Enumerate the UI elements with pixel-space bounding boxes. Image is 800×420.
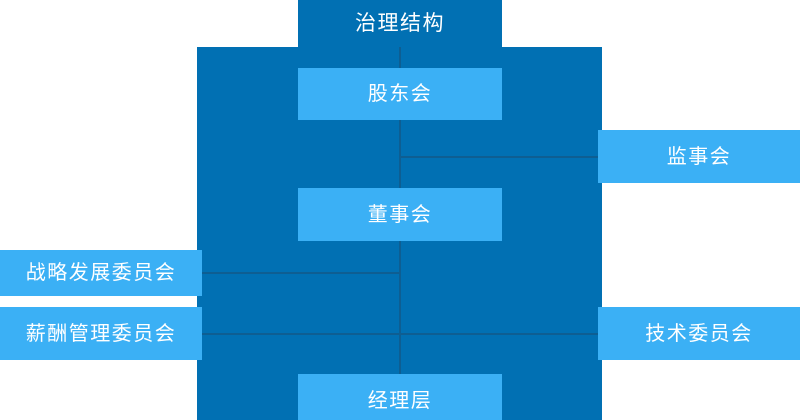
node-board-of-directors-label: 董事会 bbox=[367, 203, 433, 226]
node-shareholders-meeting[interactable]: 股东会 bbox=[298, 68, 502, 120]
node-technology-committee[interactable]: 技术委员会 bbox=[598, 307, 800, 360]
connector-directors-to-technology-committee bbox=[399, 333, 598, 335]
title-banner-label: 治理结构 bbox=[355, 11, 445, 35]
connector-directors-to-compensation-committee bbox=[202, 333, 400, 335]
node-compensation-management-committee-label: 薪酬管理委员会 bbox=[25, 322, 177, 345]
node-board-of-supervisors-label: 监事会 bbox=[666, 145, 732, 168]
node-board-of-supervisors[interactable]: 监事会 bbox=[598, 130, 800, 183]
node-board-of-directors[interactable]: 董事会 bbox=[298, 188, 502, 241]
node-technology-committee-label: 技术委员会 bbox=[645, 322, 753, 345]
connector-directors-to-management bbox=[399, 241, 401, 374]
node-strategy-development-committee-label: 战略发展委员会 bbox=[25, 262, 177, 284]
node-shareholders-meeting-label: 股东会 bbox=[367, 83, 433, 105]
title-banner: 治理结构 bbox=[298, 0, 502, 47]
connector-directors-to-strategy-committee bbox=[202, 272, 400, 274]
connector-shareholders-to-directors bbox=[399, 120, 401, 188]
node-management-layer[interactable]: 经理层 bbox=[298, 374, 502, 420]
node-compensation-management-committee[interactable]: 薪酬管理委员会 bbox=[0, 307, 202, 360]
connector-directors-to-supervisors bbox=[399, 156, 598, 158]
node-management-layer-label: 经理层 bbox=[367, 389, 433, 412]
connector-title-to-shareholders bbox=[399, 47, 401, 68]
node-strategy-development-committee[interactable]: 战略发展委员会 bbox=[0, 250, 202, 296]
